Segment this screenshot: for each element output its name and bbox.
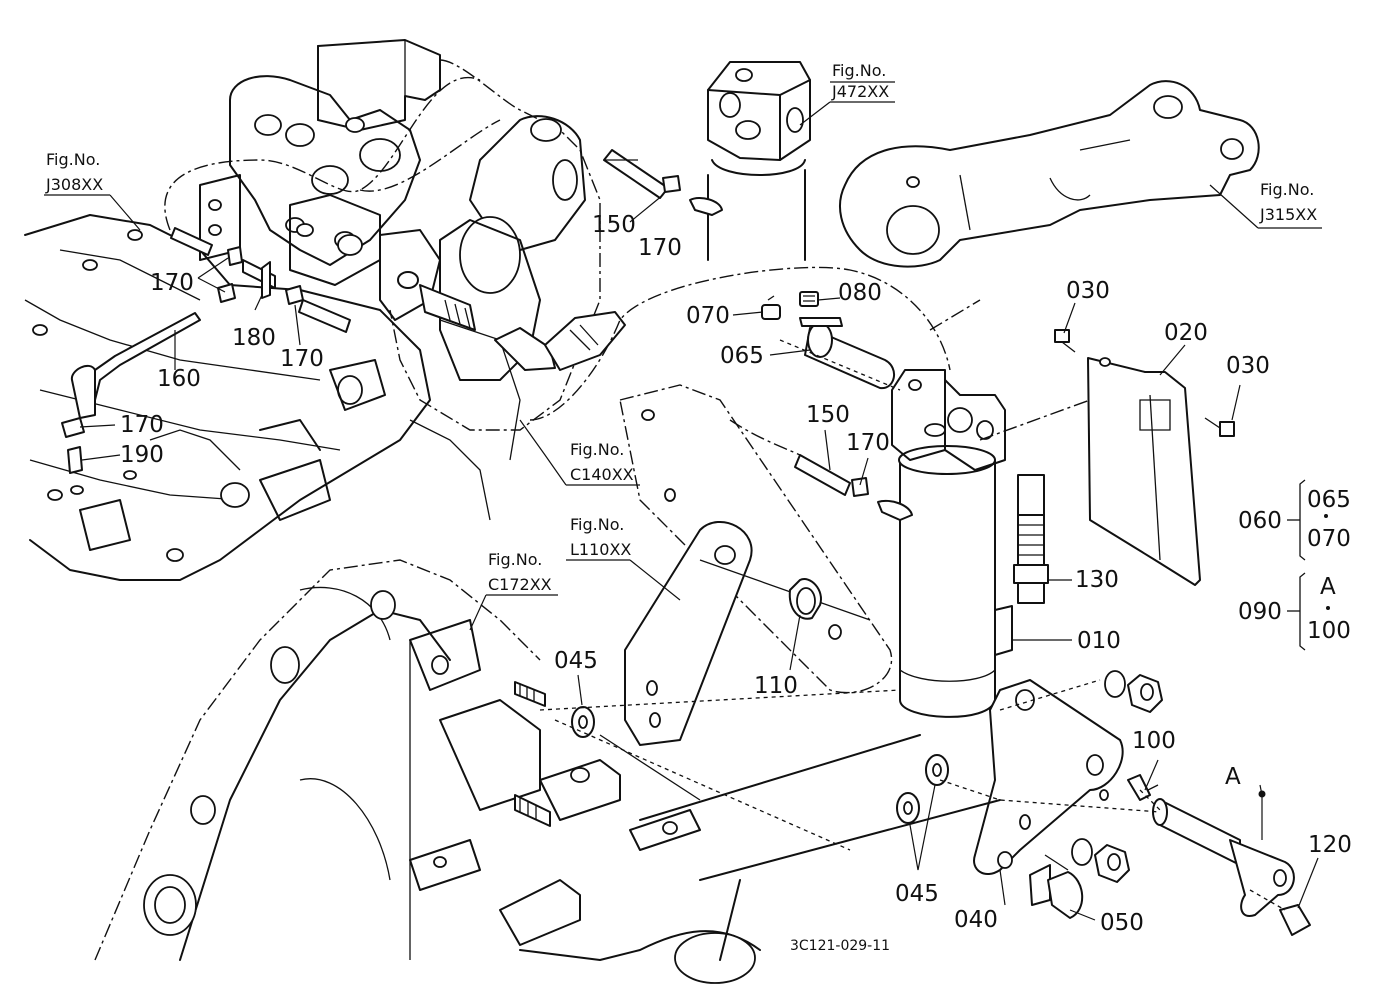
svg-text:Fig.No.: Fig.No. [488, 550, 542, 569]
callout-170: 170 [280, 346, 324, 372]
part-callouts: 150 170 170 180 170 160 170 190 080 070 … [120, 212, 1352, 936]
drawing-code: 3C121-029-11 [790, 938, 890, 954]
transmission-case-left [24, 214, 521, 581]
upper-cylinder-fitting [707, 61, 811, 261]
pin-a [1152, 798, 1295, 917]
lower-housing [94, 559, 1001, 984]
svg-text:065: 065 [1307, 487, 1351, 513]
callout-170: 170 [120, 412, 164, 438]
callout-030: 030 [1226, 353, 1270, 379]
callout-050: 050 [1100, 910, 1144, 936]
fitting-070 [761, 295, 781, 320]
cover-020 [1087, 357, 1201, 586]
callout-170: 170 [846, 430, 890, 456]
callout-120: 120 [1308, 832, 1352, 858]
bushing-110 [788, 578, 822, 620]
svg-text:J472XX: J472XX [831, 82, 889, 101]
callout-010: 010 [1077, 628, 1121, 654]
lift-arm-top-right [839, 80, 1260, 268]
bolt-100 [1127, 774, 1159, 801]
pin-a-marker [1258, 790, 1266, 798]
sensor-130 [1013, 474, 1049, 604]
svg-text:Fig.No.: Fig.No. [570, 440, 624, 459]
hydraulic-cylinder-010 [891, 369, 1013, 718]
callout-045: 045 [554, 648, 598, 674]
svg-text:C140XX: C140XX [570, 465, 634, 484]
callout-160: 160 [157, 366, 201, 392]
callout-020: 020 [1164, 320, 1208, 346]
callout-170: 170 [150, 270, 194, 296]
bracket-040 [973, 679, 1124, 875]
callout-110: 110 [754, 673, 798, 699]
leader-lines [44, 81, 1322, 921]
bolt-030 [1054, 329, 1235, 437]
figure-reference-c172: Fig.No. C172XX [488, 550, 552, 594]
stud-bolts [514, 681, 551, 827]
figure-reference-j472: Fig.No. J472XX [831, 61, 889, 101]
callout-070: 070 [686, 303, 730, 329]
svg-text:Fig.No.: Fig.No. [1260, 180, 1314, 199]
svg-text:J315XX: J315XX [1259, 205, 1317, 224]
assembly-090: 090 A 100 [1238, 572, 1351, 651]
lift-housing-outline [164, 59, 601, 431]
callout-180: 180 [232, 325, 276, 351]
svg-text:Fig.No.: Fig.No. [570, 515, 624, 534]
svg-text:060: 060 [1238, 508, 1282, 534]
svg-text:070: 070 [1307, 526, 1351, 552]
callout-100: 100 [1132, 728, 1176, 754]
callout-190: 190 [120, 442, 164, 468]
rod-065 [799, 317, 895, 390]
figure-reference-j315: Fig.No. J315XX [1259, 180, 1317, 224]
callout-150: 150 [592, 212, 636, 238]
control-valve-body [199, 39, 441, 321]
callout-045: 045 [895, 881, 939, 907]
svg-text:C172XX: C172XX [488, 575, 552, 594]
hose-fittings-left [61, 149, 913, 521]
svg-text:100: 100 [1307, 618, 1351, 644]
callout-065: 065 [720, 343, 764, 369]
assembly-chain-lines [539, 339, 1286, 911]
callout-170: 170 [638, 235, 682, 261]
svg-text:A: A [1320, 574, 1336, 600]
svg-text:Fig.No.: Fig.No. [46, 150, 100, 169]
callout-150: 150 [806, 402, 850, 428]
svg-text:Fig.No.: Fig.No. [832, 61, 886, 80]
callout-080: 080 [838, 280, 882, 306]
callout-030: 030 [1066, 278, 1110, 304]
svg-text:L110XX: L110XX [570, 540, 631, 559]
svg-text:J308XX: J308XX [45, 175, 103, 194]
bolt-120 [1279, 904, 1311, 936]
lower-link-arm [619, 384, 893, 746]
figure-reference-j308: Fig.No. J308XX [45, 150, 103, 194]
callout-130: 130 [1075, 567, 1119, 593]
callout-a: A [1225, 764, 1241, 790]
nut-washer-set [1071, 670, 1163, 883]
callout-040: 040 [954, 907, 998, 933]
assembly-060: 060 065 070 [1238, 479, 1351, 561]
bolt-050 [1029, 864, 1084, 919]
figure-reference-c140: Fig.No. C140XX [570, 440, 634, 484]
high-pressure-pipe [397, 266, 1091, 456]
bolt-080 [799, 291, 819, 307]
svg-text:090: 090 [1238, 599, 1282, 625]
figure-reference-l110: Fig.No. L110XX [570, 515, 631, 559]
